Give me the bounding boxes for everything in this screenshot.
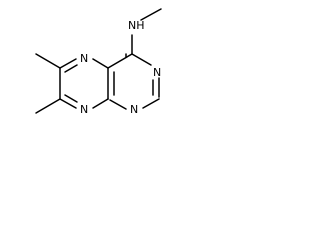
bond-c2-n1: [142, 98, 160, 109]
atom-label-nh-n: N: [128, 19, 136, 32]
atom-labels: NH N N N N: [80, 19, 161, 116]
atom-label-nh-h: H: [136, 19, 144, 32]
bonds: [35, 8, 162, 114]
atom-label-n5: N: [80, 52, 88, 65]
bond-c4a-c4: [107, 53, 133, 69]
bond-c4-n3: [131, 53, 152, 66]
bond-n5-c6-inner: [64, 64, 78, 73]
bond-nh-methyl: [140, 8, 162, 21]
molecule-structure-diagram: NH N N N N: [35, 8, 162, 116]
bond-c4a-n5: [92, 58, 109, 69]
bond-c7-methyl: [35, 98, 61, 114]
atom-label-n1: N: [130, 103, 138, 116]
atom-label-n8: N: [80, 103, 88, 116]
bond-c7-n8-inner: [64, 94, 78, 103]
atom-label-n3: N: [153, 66, 161, 79]
bond-c6-methyl: [35, 53, 61, 69]
bond-c7-n8: [59, 98, 77, 109]
atom-label-nh: NH: [128, 19, 145, 32]
bond-n1-c8a: [109, 99, 127, 110]
bond-n8-c8a: [92, 98, 109, 109]
bond-n5-c6: [59, 58, 77, 69]
